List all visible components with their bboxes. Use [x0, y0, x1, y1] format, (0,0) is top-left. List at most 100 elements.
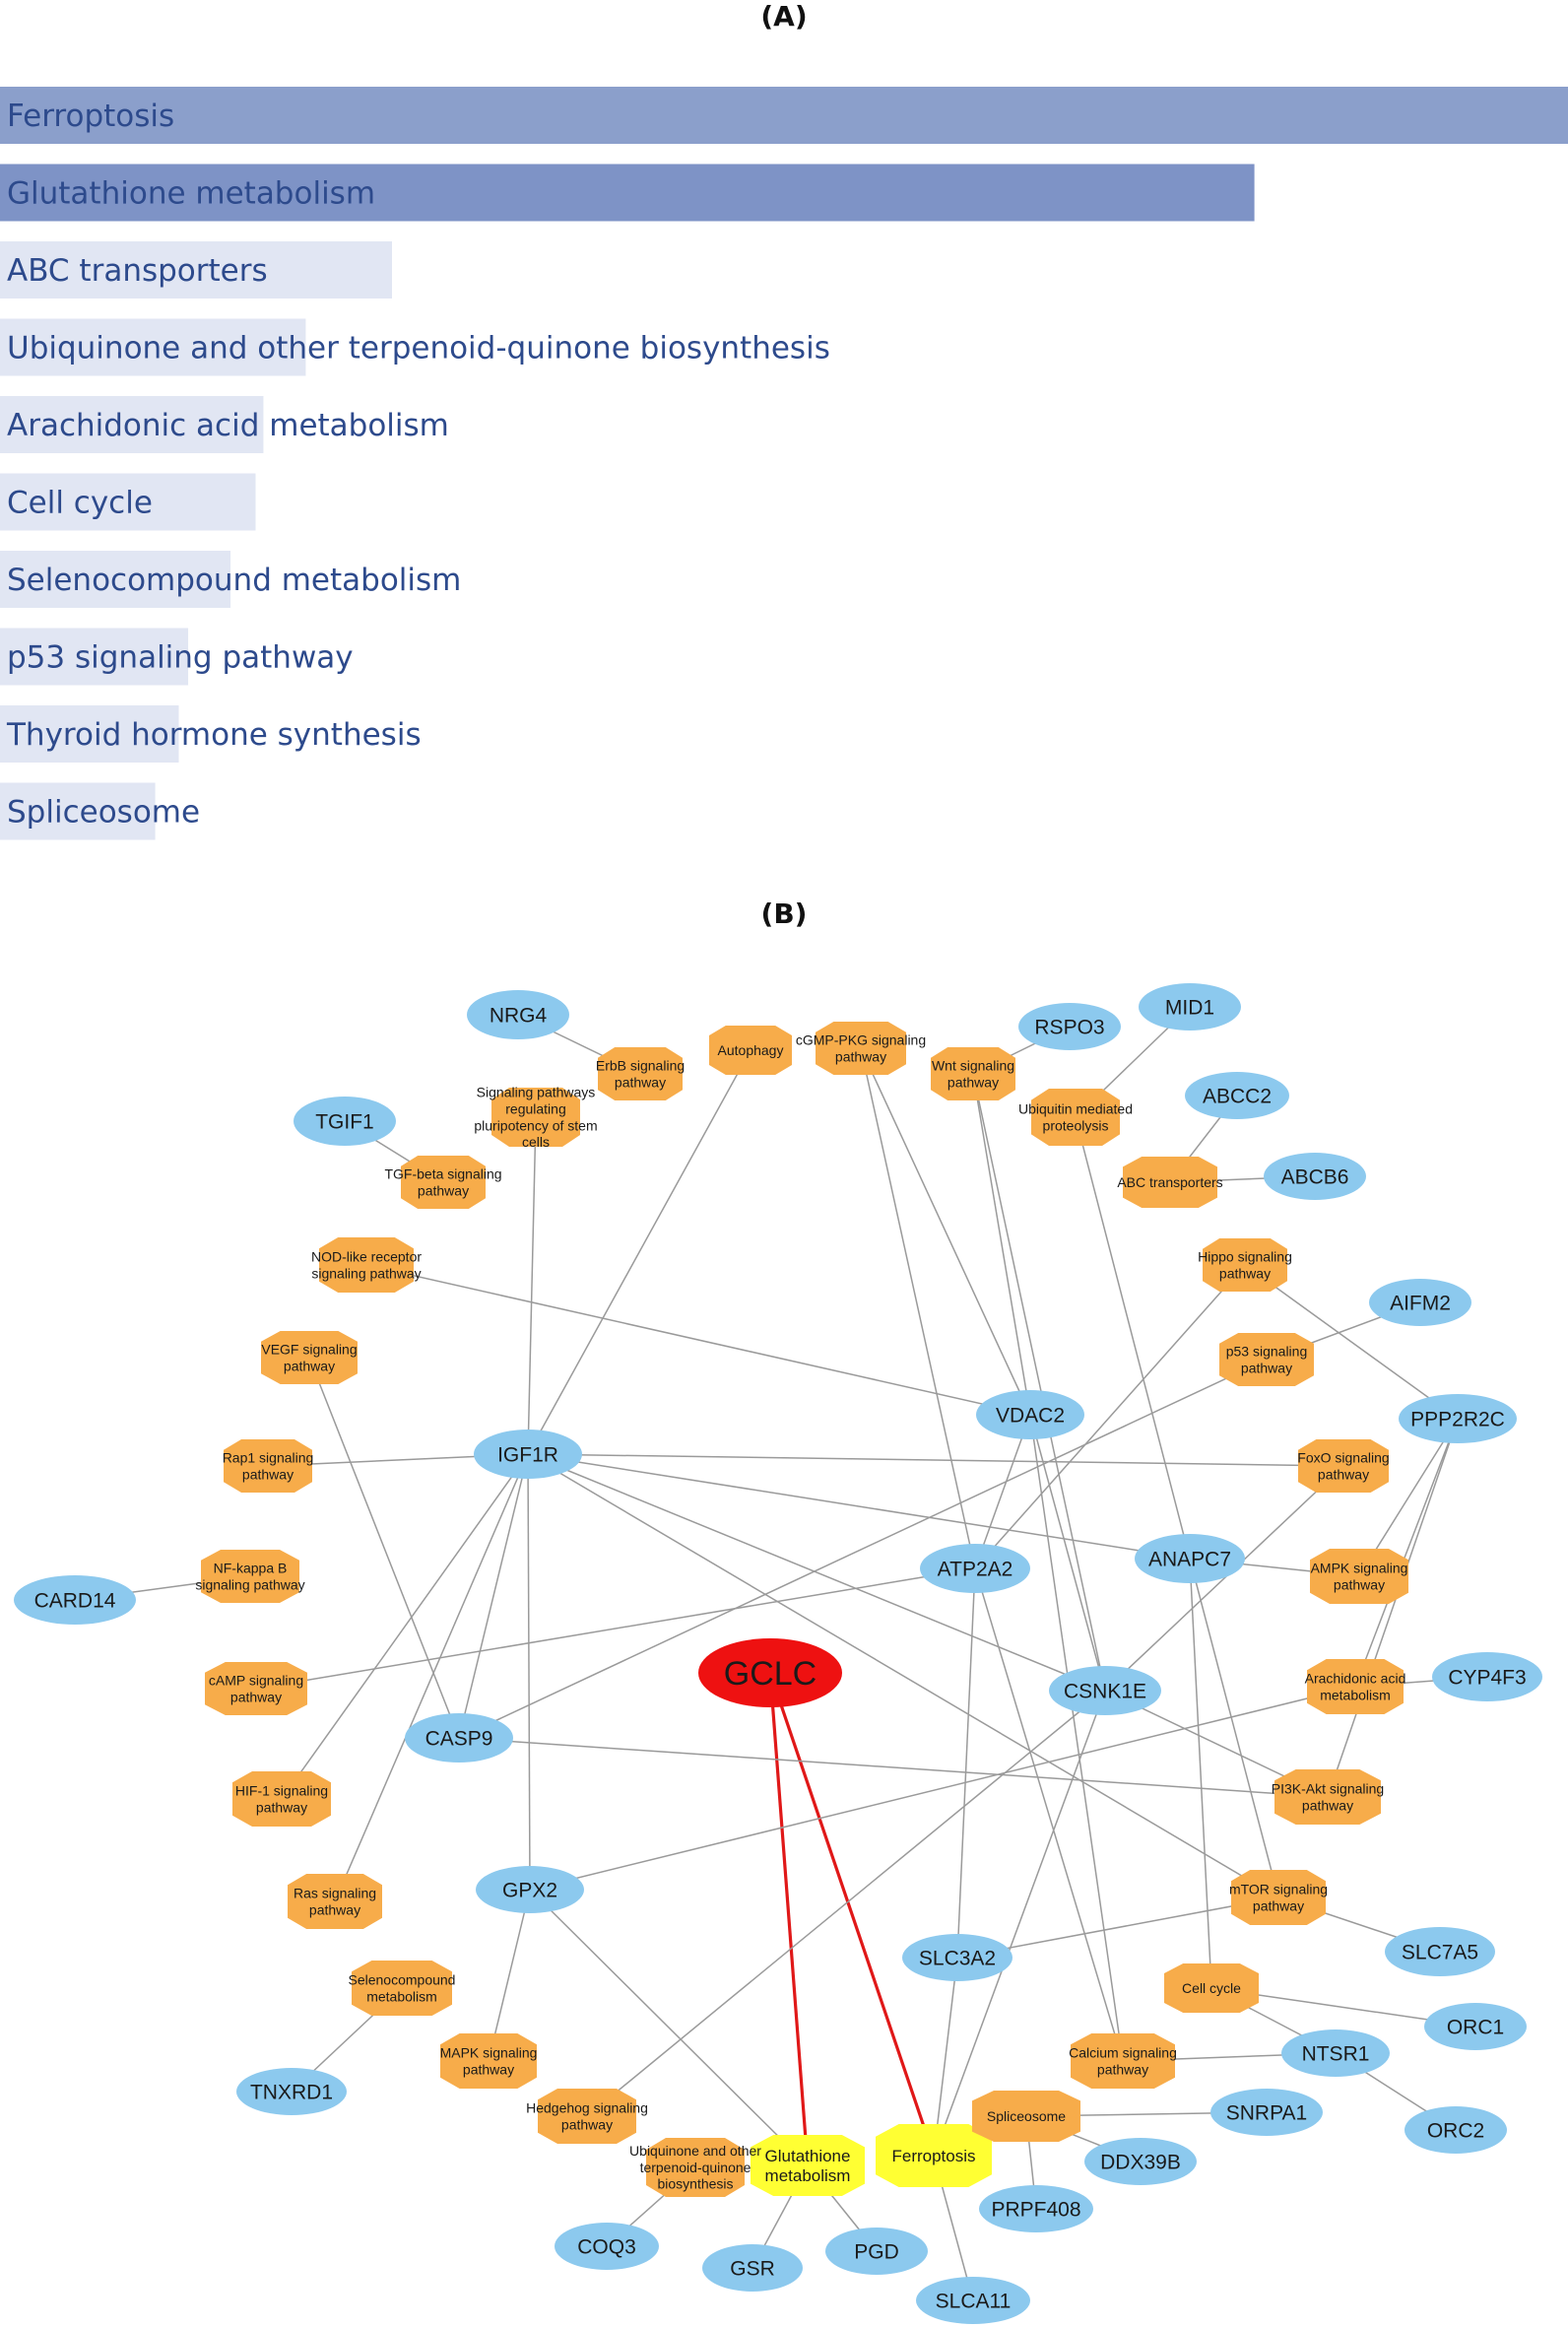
pathway-node-shape: [1071, 2033, 1175, 2089]
gene-node-shape: [1369, 1279, 1471, 1326]
pathway-node-shape: [401, 1156, 486, 1209]
edge-ubiquitin-anapc7: [1075, 1116, 1191, 1560]
gene-node-shape: [976, 1390, 1084, 1439]
bar-row-glutathione-metabolism: Glutathione metabolism: [0, 164, 1255, 222]
edge-vdac2-calcium: [1029, 1414, 1124, 2062]
edge-csnk1e-hedgehog: [586, 1690, 1106, 2117]
bar-selenocompound-metabolism: [0, 551, 231, 608]
pathway-node-shape: [1123, 1157, 1217, 1208]
node-abctr: ABC transporters: [1117, 1157, 1223, 1208]
bar-label-ubiquinone-and-other-terpenoid-quinone-biosynthesis: Ubiquinone and other terpenoid-quinone b…: [7, 331, 830, 366]
gene-node-shape: [1264, 1153, 1366, 1200]
node-label-slca11: SLCA11: [936, 2290, 1012, 2312]
node-label-nrg4: NRG4: [490, 1004, 548, 1027]
node-label-ppp2r2c: PPP2R2C: [1410, 1408, 1505, 1430]
node-label-igf1r: IGF1R: [497, 1443, 558, 1466]
edge-csnk1e-ferroptosis: [933, 1690, 1106, 2157]
gene-node-shape: [1185, 1072, 1289, 1119]
node-label-abctr: ABC transporters: [1117, 1174, 1222, 1190]
node-label-anapc7: ANAPC7: [1148, 1548, 1231, 1570]
gene-node-shape: [1399, 1394, 1517, 1443]
edge-igf1r-foxo: [527, 1453, 1344, 1467]
edge-vdac2-wnt: [972, 1073, 1031, 1416]
bar-row-p53-signaling-pathway: p53 signaling pathway: [0, 628, 354, 686]
node-slc3a2: SLC3A2: [902, 1934, 1013, 1981]
gene-node-shape: [474, 1430, 582, 1479]
node-abcb6: ABCB6: [1264, 1153, 1366, 1200]
panel-b-label: (B): [760, 898, 808, 930]
edge-igf1r-pluri: [527, 1116, 537, 1455]
edge-vdac2-csnk1e: [1029, 1414, 1106, 1692]
bar-glutathione-metabolism: [0, 164, 1255, 222]
node-ferroptosis: Ferroptosis: [876, 2124, 992, 2187]
node-label-pgd: PGD: [854, 2240, 899, 2263]
edge-slc3a2-ferroptosis: [933, 1957, 958, 2157]
edge-atp2a2-calcium: [974, 1567, 1124, 2062]
gene-node-shape: [1018, 1003, 1121, 1050]
node-label-rspo3: RSPO3: [1034, 1016, 1104, 1038]
edge-slc3a2-mtor: [956, 1896, 1279, 1959]
bar-row-cell-cycle: Cell cycle: [0, 473, 256, 531]
panel-a-label: (A): [760, 0, 808, 33]
node-slca11: SLCA11: [916, 2277, 1030, 2324]
node-nrg4: NRG4: [467, 990, 569, 1039]
node-label-prpf408: PRPF408: [991, 2198, 1080, 2221]
edge-igf1r-casp9: [458, 1453, 529, 1739]
node-ddx39b: DDX39B: [1084, 2138, 1197, 2185]
node-igf1r: IGF1R: [474, 1430, 582, 1479]
bar-label-glutathione-metabolism: Glutathione metabolism: [7, 176, 375, 212]
node-label-csnk1e: CSNK1E: [1064, 1680, 1146, 1702]
bar-p53-signaling-pathway: [0, 628, 189, 686]
pathway-node-shape: [1298, 1439, 1389, 1493]
pathway-node-shape: [1231, 1870, 1326, 1925]
node-label-gclc: GCLC: [724, 1655, 817, 1693]
node-tnxrd1: TNXRD1: [236, 2068, 347, 2115]
node-label-gpx2: GPX2: [502, 1879, 557, 1901]
bar-row-arachidonic-acid-metabolism: Arachidonic acid metabolism: [0, 396, 449, 453]
node-label-snrpa1: SNRPA1: [1226, 2101, 1307, 2124]
edge-igf1r-gpx2: [527, 1453, 531, 1891]
edge-igf1r-mtor: [527, 1453, 1279, 1898]
node-snrpa1: SNRPA1: [1210, 2089, 1323, 2136]
pathway-node-shape: [1274, 1769, 1381, 1825]
node-label-orc2: ORC2: [1427, 2119, 1484, 2142]
node-label-vdac2: VDAC2: [996, 1404, 1065, 1427]
node-cyp4f3: CYP4F3: [1432, 1652, 1542, 1701]
node-label-casp9: CASP9: [425, 1727, 493, 1750]
pathway-node-shape: [224, 1439, 312, 1493]
edge-casp9-p53: [458, 1359, 1268, 1739]
node-orc2: ORC2: [1405, 2106, 1507, 2154]
node-label-tgif1: TGIF1: [315, 1110, 374, 1133]
node-label-abcb6: ABCB6: [1281, 1165, 1349, 1188]
bar-label-spliceosome: Spliceosome: [7, 795, 200, 831]
gene-node-shape: [1135, 1534, 1245, 1583]
node-mid1: MID1: [1139, 983, 1241, 1031]
edge-atp2a2-camp: [255, 1567, 976, 1690]
bar-label-selenocompound-metabolism: Selenocompound metabolism: [7, 563, 461, 598]
